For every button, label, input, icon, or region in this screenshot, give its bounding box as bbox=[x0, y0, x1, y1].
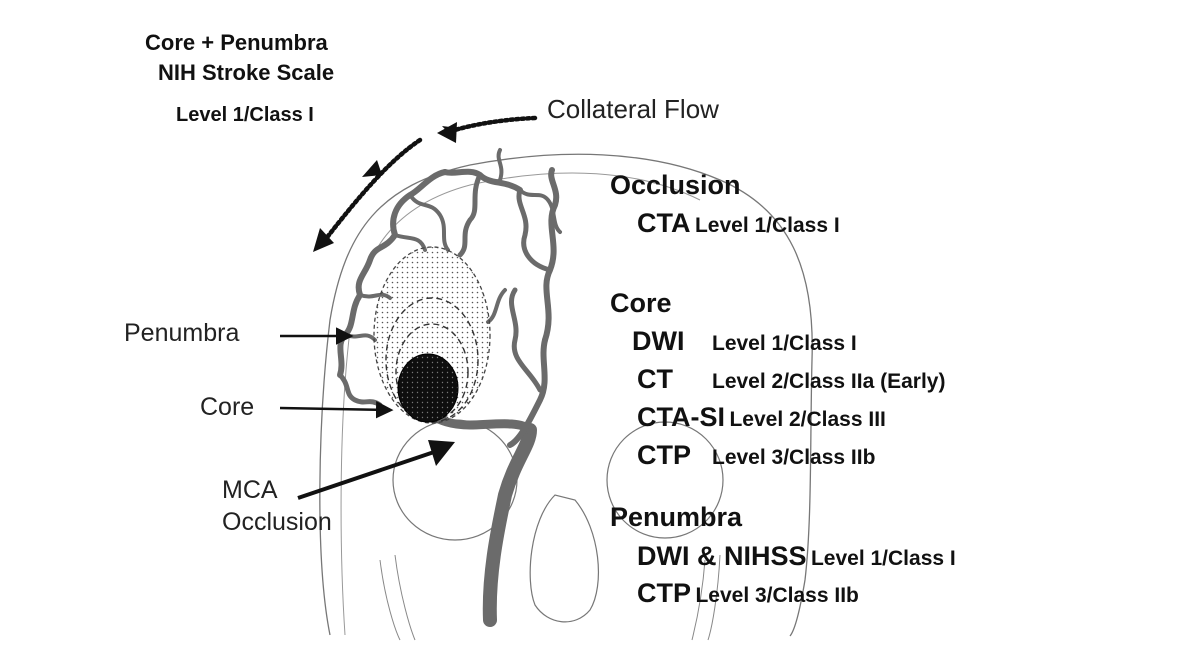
penumbra-contour-2 bbox=[395, 323, 469, 421]
penumbra-row-value: Level 1/Class I bbox=[810, 547, 956, 570]
core-pointer bbox=[279, 400, 394, 419]
penumbra-label: Penumbra bbox=[124, 319, 240, 347]
nasal-cavity bbox=[529, 494, 599, 623]
mca-label-line1: MCA bbox=[222, 476, 278, 504]
core-row-value: Level 1/Class I bbox=[712, 332, 857, 355]
occlusion-row-key: CTA bbox=[637, 208, 691, 238]
occlusion-heading: Occlusion bbox=[610, 170, 741, 200]
core-row-value: Level 2/Class III bbox=[729, 408, 886, 431]
collateral-flow-arrow-lower bbox=[322, 137, 423, 243]
mca-pointer bbox=[297, 448, 441, 500]
core-row-value: Level 2/Class IIa (Early) bbox=[712, 370, 946, 393]
mca-label-line2: Occlusion bbox=[222, 508, 332, 536]
core-region bbox=[397, 353, 459, 423]
skull-outline bbox=[319, 153, 813, 637]
penumbra-row-key: CTP bbox=[637, 578, 691, 608]
right-orbit bbox=[606, 421, 724, 539]
core-row: CTP Level 3/Class IIb bbox=[637, 442, 875, 469]
core-heading: Core bbox=[610, 288, 672, 318]
top-left-level: Level 1/Class I bbox=[176, 104, 314, 126]
core-row: CTA-SI Level 2/Class III bbox=[637, 404, 886, 431]
penumbra-row: DWI & NIHSS Level 1/Class I bbox=[637, 543, 956, 570]
penumbra-heading: Penumbra bbox=[610, 502, 743, 532]
core-row: DWI Level 1/Class I bbox=[632, 328, 857, 355]
core-row-key: CT bbox=[637, 364, 673, 394]
collateral-flow-arrow bbox=[442, 115, 538, 136]
cerebral-vessels bbox=[337, 148, 562, 627]
occlusion-row: CTA Level 1/Class I bbox=[637, 210, 840, 237]
collateral-flow-label: Collateral Flow bbox=[547, 94, 719, 124]
nihss-title: NIH Stroke Scale bbox=[158, 60, 335, 85]
core-row-key: CTA-SI bbox=[637, 402, 725, 432]
core-row-key: CTP bbox=[637, 440, 691, 470]
penumbra-row: CTP Level 3/Class IIb bbox=[637, 580, 859, 607]
core-label: Core bbox=[200, 393, 255, 421]
core-penumbra-title: Core + Penumbra bbox=[145, 30, 328, 55]
core-row: CT Level 2/Class IIa (Early) bbox=[637, 366, 945, 393]
occlusion-row-value: Level 1/Class I bbox=[694, 214, 840, 237]
core-row-value: Level 3/Class IIb bbox=[712, 446, 876, 469]
core-row-key: DWI bbox=[632, 326, 685, 356]
penumbra-row-key: DWI & NIHSS bbox=[637, 541, 807, 571]
penumbra-row-value: Level 3/Class IIb bbox=[695, 584, 859, 607]
